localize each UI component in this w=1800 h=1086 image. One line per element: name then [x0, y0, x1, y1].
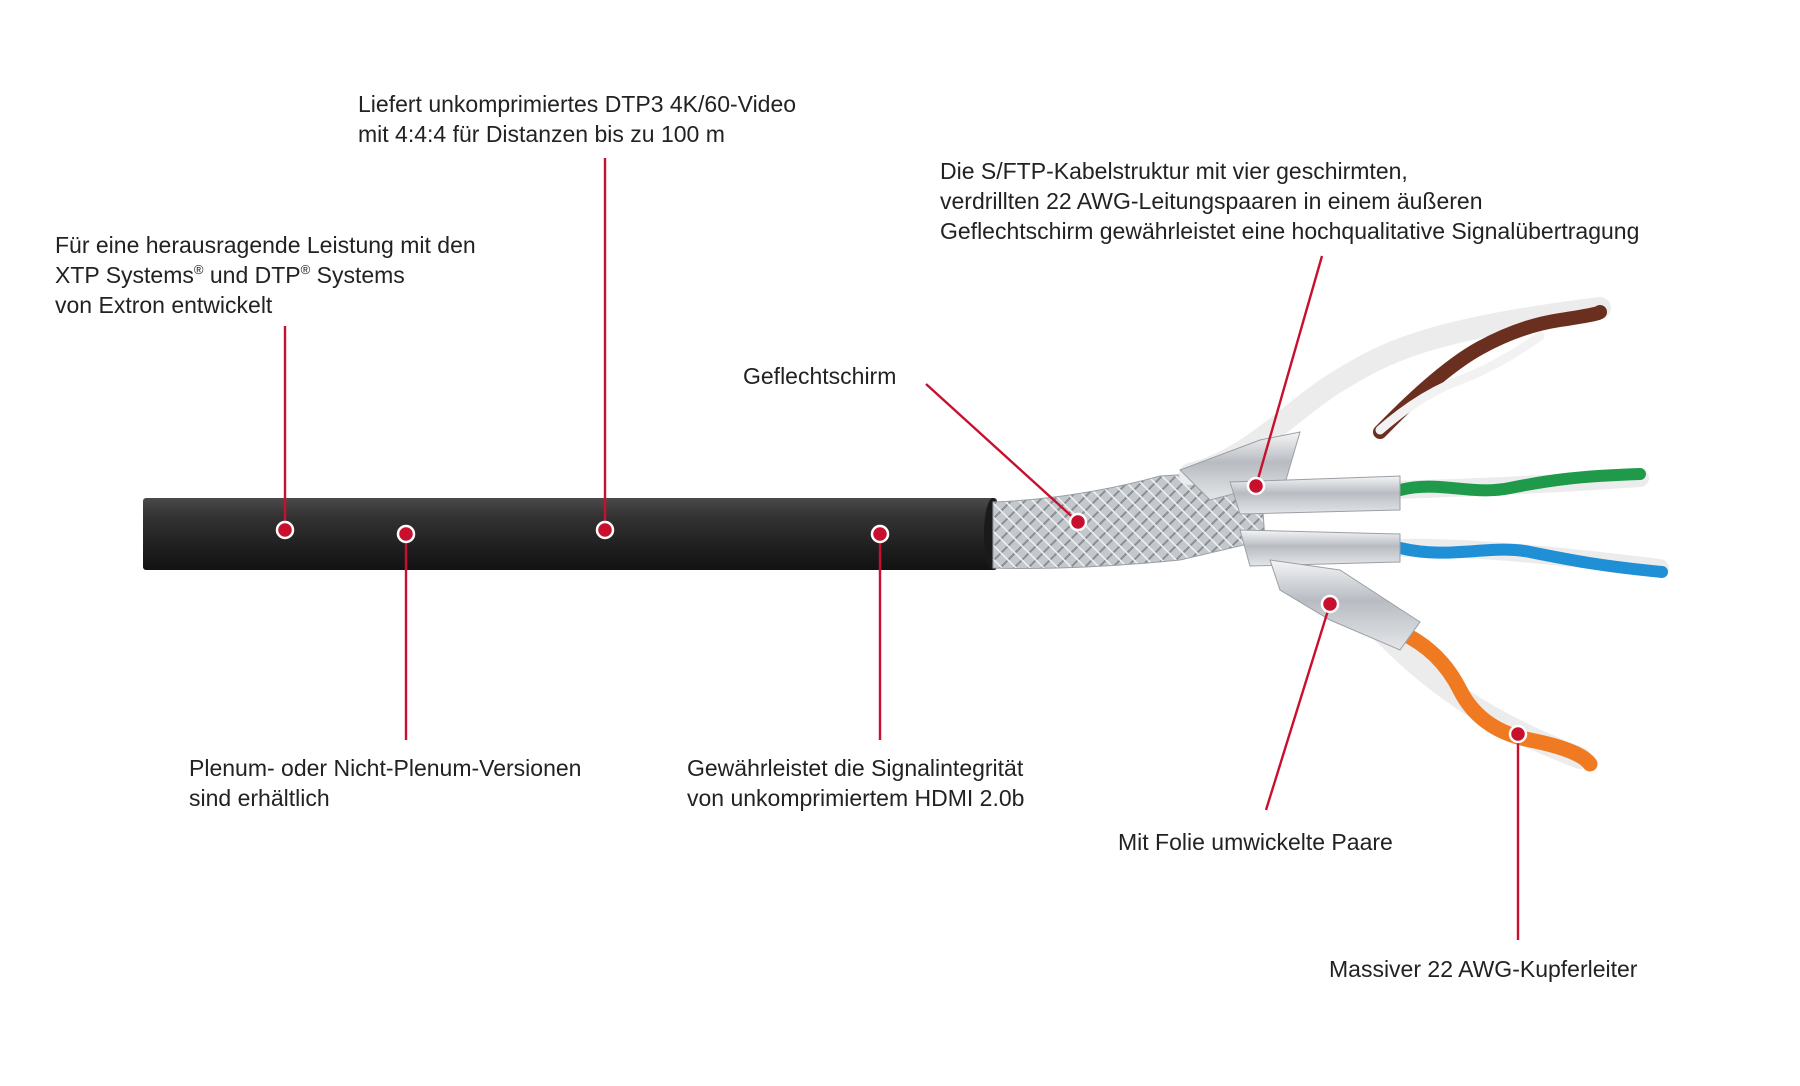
callout-integrity-line1: Gewährleistet die Signalintegrität	[687, 755, 1024, 781]
callout-line-foil	[1264, 603, 1332, 811]
callout-copper: Massiver 22 AWG-Kupferleiter	[1329, 954, 1637, 984]
callout-structure-line2: verdrillten 22 AWG-Leitungspaaren in ein…	[940, 188, 1483, 214]
pair-orange	[1269, 559, 1598, 772]
callout-video: Liefert unkomprimiertes DTP3 4K/60-Video…	[358, 89, 796, 149]
callout-performance-line3: von Extron entwickelt	[55, 292, 273, 318]
callout-dot-video	[595, 520, 615, 540]
callout-line-structure	[1254, 255, 1324, 487]
callout-structure-line1: Die S/FTP-Kabelstruktur mit vier geschir…	[940, 158, 1408, 184]
callout-performance-line2: XTP Systems® und DTP® Systems	[55, 262, 405, 288]
callout-dot-braid	[1068, 512, 1088, 532]
callout-performance: Für eine herausragende Leistung mit den …	[55, 230, 476, 320]
callout-dot-performance	[275, 520, 295, 540]
callout-copper-line1: Massiver 22 AWG-Kupferleiter	[1329, 956, 1638, 982]
callout-plenum: Plenum- oder Nicht-Plenum-Versionen sind…	[189, 753, 581, 813]
callout-structure: Die S/FTP-Kabelstruktur mit vier geschir…	[940, 156, 1639, 246]
pair-blue	[1239, 529, 1669, 578]
cable-jacket	[143, 498, 997, 570]
callout-plenum-line1: Plenum- oder Nicht-Plenum-Versionen	[189, 755, 582, 781]
callout-integrity-line2: von unkomprimiertem HDMI 2.0b	[687, 785, 1025, 811]
callout-dot-plenum	[396, 524, 416, 544]
callout-foil: Mit Folie umwickelte Paare	[1118, 827, 1393, 857]
callout-braid-line1: Geflechtschirm	[743, 363, 897, 389]
callout-foil-line1: Mit Folie umwickelte Paare	[1118, 829, 1393, 855]
callout-dot-structure	[1246, 476, 1266, 496]
callout-braid: Geflechtschirm	[743, 361, 896, 391]
callout-video-line2: mit 4:4:4 für Distanzen bis zu 100 m	[358, 121, 725, 147]
callout-line-braid	[925, 383, 1079, 523]
pair-green	[1229, 468, 1649, 515]
callout-dots	[275, 476, 1528, 744]
callout-plenum-line2: sind erhältlich	[189, 785, 330, 811]
callout-dot-copper	[1508, 724, 1528, 744]
callout-lines	[283, 158, 1520, 940]
callout-dot-foil	[1320, 594, 1340, 614]
pair-brown	[1179, 297, 1611, 501]
callout-dot-integrity	[870, 524, 890, 544]
callout-integrity: Gewährleistet die Signalintegrität von u…	[687, 753, 1024, 813]
callout-performance-line1: Für eine herausragende Leistung mit den	[55, 232, 476, 258]
callout-video-line1: Liefert unkomprimiertes DTP3 4K/60-Video	[358, 91, 797, 117]
callout-structure-line3: Geflechtschirm gewährleistet eine hochqu…	[940, 218, 1640, 244]
